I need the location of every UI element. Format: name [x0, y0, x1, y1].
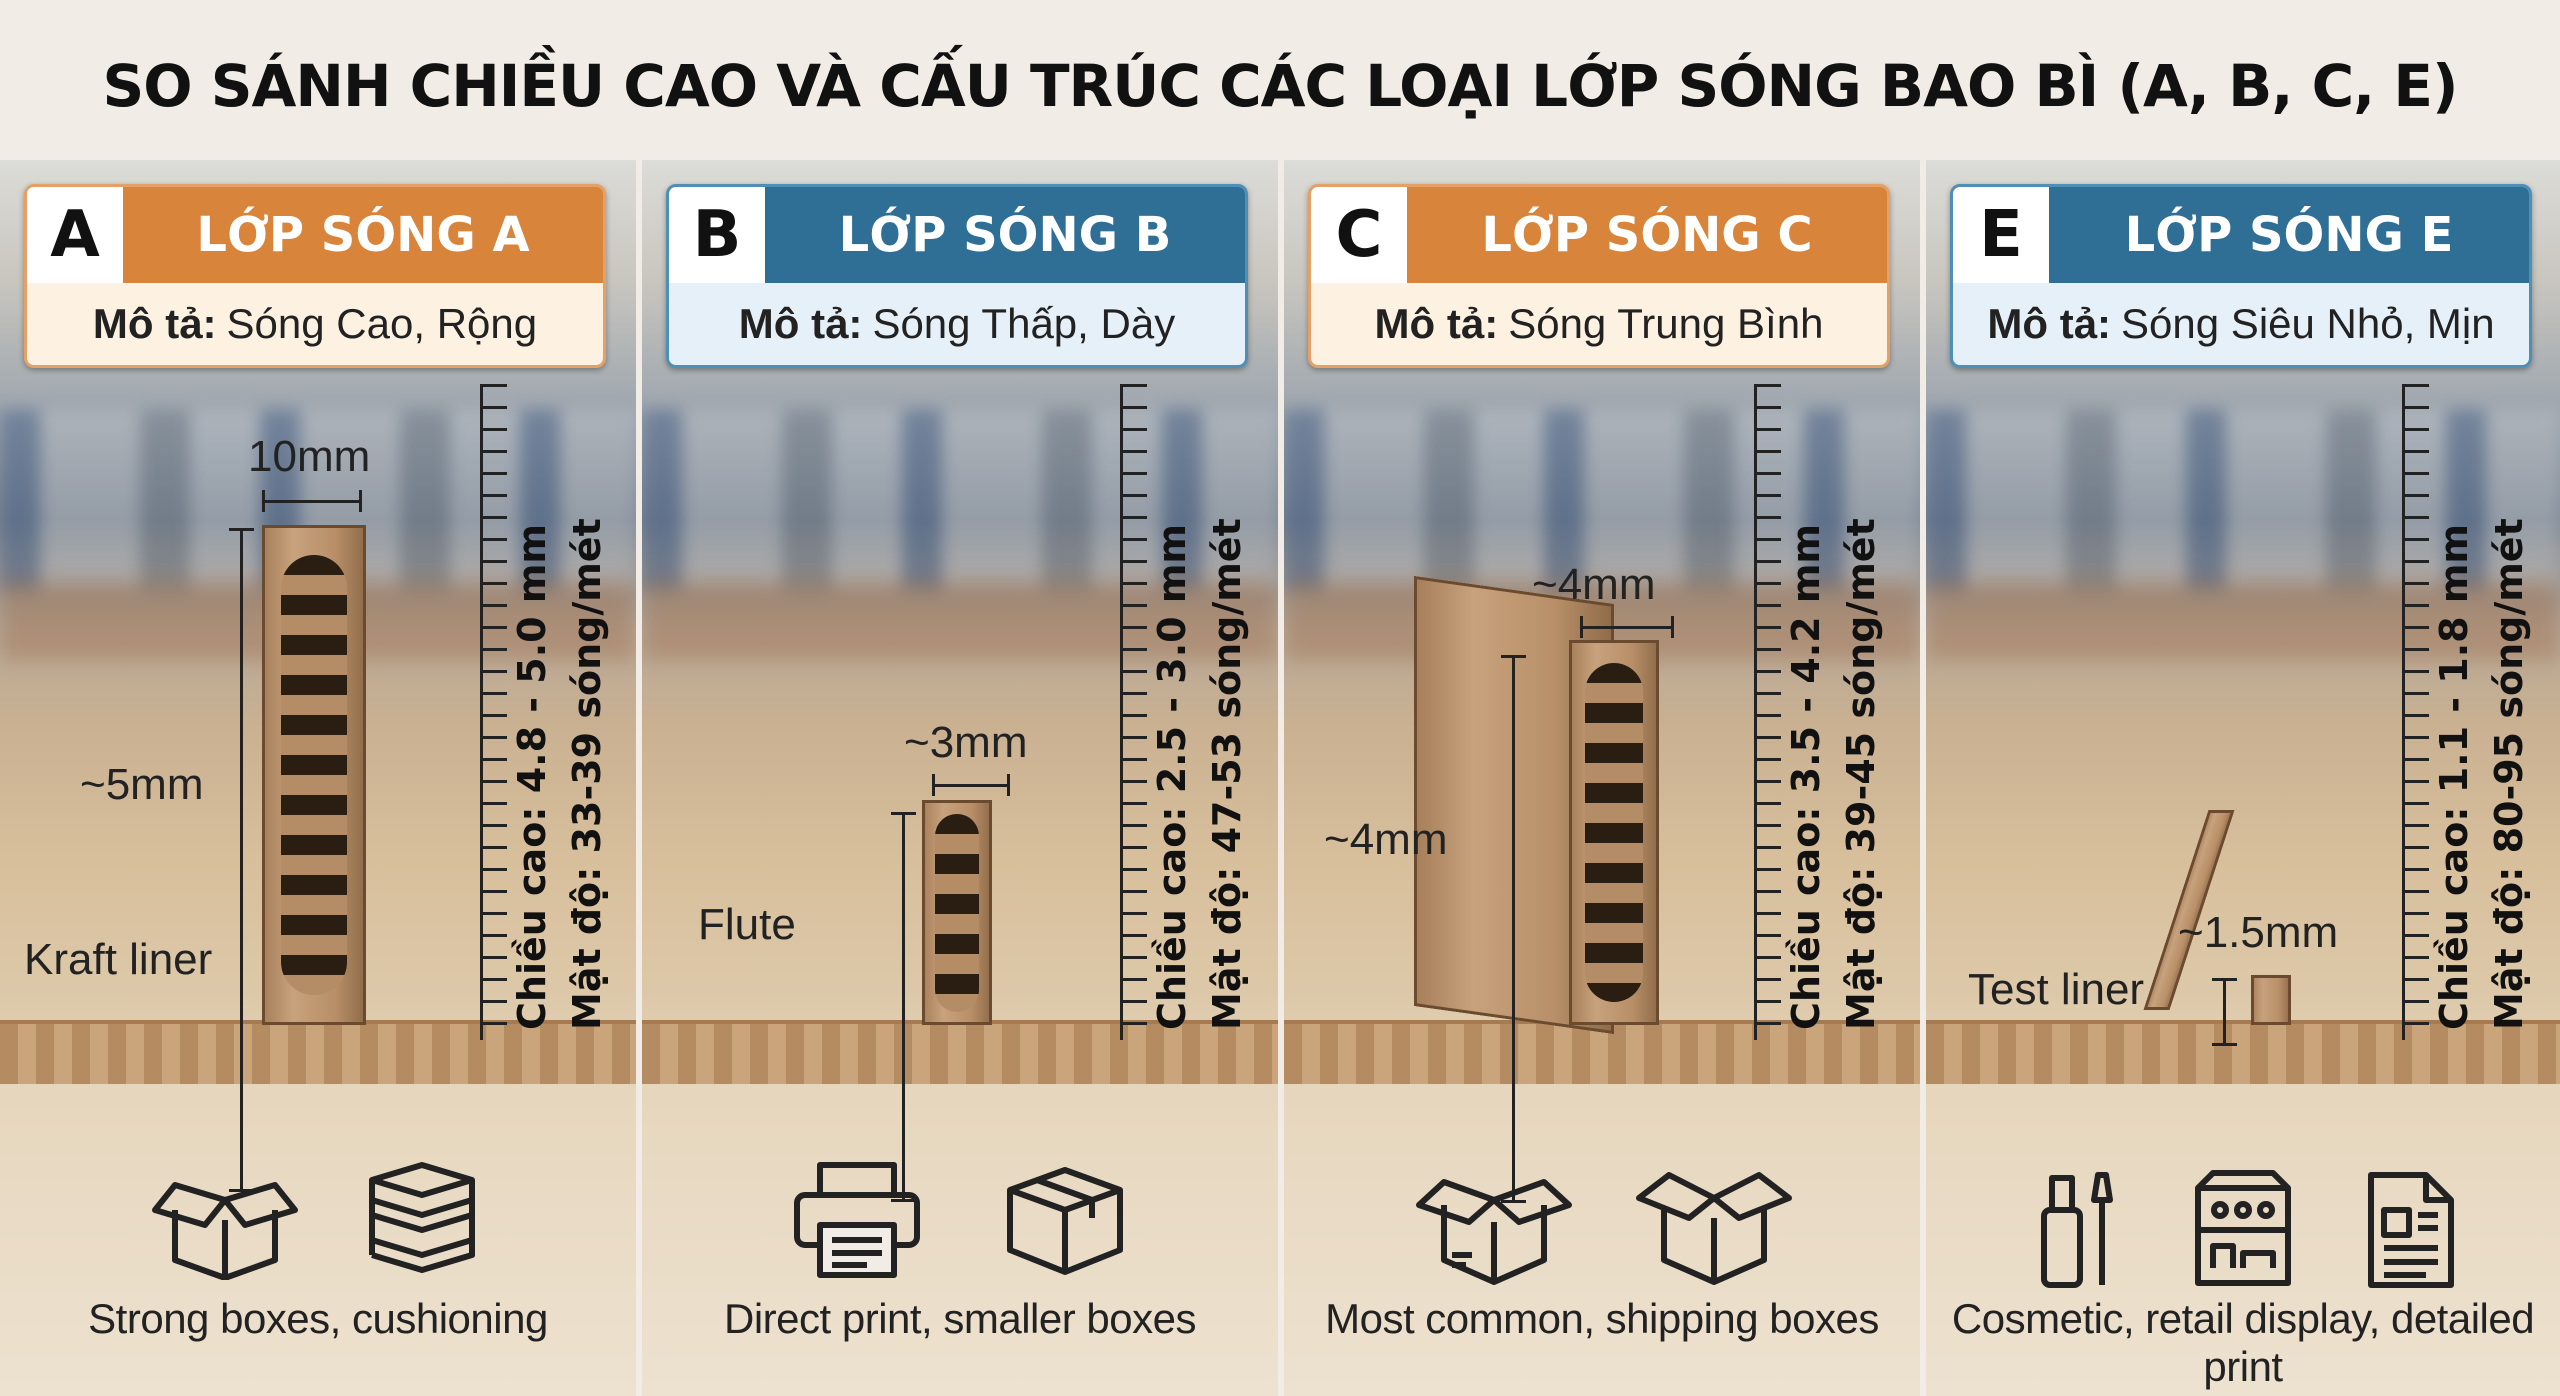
cardboard-cross-section: [2251, 975, 2291, 1025]
width-annotation: ~3mm: [904, 718, 1028, 767]
height-dimension-line: [229, 528, 254, 1192]
flute-letter: E: [1953, 187, 2049, 283]
box-open-icon: [152, 1182, 298, 1280]
flute-header: C LỚP SÓNG C Mô tả:Sóng Trung Bình: [1308, 184, 1890, 368]
flute-letter: A: [27, 187, 123, 283]
panel-flute-a: A LỚP SÓNG A Mô tả:Sóng Cao, Rộng Chiều c…: [0, 160, 636, 1396]
flute-name: LỚP SÓNG A: [196, 207, 530, 263]
height-spec: Chiều cao: 1.1 - 1.8 mm: [2432, 523, 2476, 1030]
use-caption: Most common, shipping boxes: [1325, 1295, 1879, 1342]
density-spec: Mật độ: 33-39 sóng/mét: [565, 518, 609, 1030]
panel-flute-b: B LỚP SÓNG B Mô tả:Sóng Thấp, Dày Chiều c…: [642, 160, 1278, 1396]
height-spec: Chiều cao: 2.5 - 3.0 mm: [1150, 523, 1194, 1030]
width-annotation: 10mm: [248, 432, 371, 481]
height-dimension-line: [2212, 978, 2237, 1046]
flute-letter: B: [669, 187, 765, 283]
flute-description: Mô tả:Sóng Cao, Rộng: [27, 283, 603, 365]
cardboard-cross-section: [922, 800, 992, 1025]
width-annotation: ~4mm: [1532, 560, 1656, 609]
use-caption: Cosmetic, retail display, detailed print: [1951, 1295, 2535, 1390]
flute-header: E LỚP SÓNG E Mô tả:Sóng Siêu Nhỏ, Mịn: [1950, 184, 2532, 368]
width-dimension-line: [1580, 616, 1674, 638]
corrugated-base: [1926, 1020, 2560, 1084]
small-box-icon: [1007, 1167, 1123, 1275]
width-dimension-line: [932, 774, 1010, 796]
height-dimension-line: [1501, 655, 1526, 1203]
cardboard-cross-section: [1569, 640, 1659, 1025]
flute-letter: C: [1311, 187, 1407, 283]
height-annotation: ~1.5mm: [2178, 908, 2339, 957]
flute-description: Mô tả:Sóng Thấp, Dày: [669, 283, 1245, 365]
flute-header: A LỚP SÓNG A Mô tả:Sóng Cao, Rộng: [24, 184, 606, 368]
panel-flute-e: E LỚP SÓNG E Mô tả:Sóng Siêu Nhỏ, Mịn Chi…: [1926, 160, 2560, 1396]
height-annotation: ~4mm: [1324, 815, 1448, 864]
use-caption: Direct print, smaller boxes: [724, 1295, 1196, 1342]
open-box-icon: [1636, 1172, 1792, 1285]
ruler: [1120, 384, 1147, 1040]
ruler: [480, 384, 507, 1040]
height-annotation: ~5mm: [80, 760, 204, 809]
document-icon: [2368, 1172, 2454, 1288]
height-spec: Chiều cao: 3.5 - 4.2 mm: [1784, 523, 1828, 1030]
ruler: [1754, 384, 1781, 1040]
ruler: [2402, 384, 2429, 1040]
use-caption: Strong boxes, cushioning: [88, 1295, 548, 1342]
flute-name: LỚP SÓNG C: [1481, 207, 1813, 263]
part-label: Kraft liner: [24, 935, 213, 984]
stacked-boxes-icon: [369, 1162, 475, 1273]
cardboard-cross-section: [262, 525, 366, 1025]
page-title: SO SÁNH CHIỀU CAO VÀ CẤU TRÚC CÁC LOẠI L…: [102, 52, 2458, 120]
density-spec: Mật độ: 39-45 sóng/mét: [1839, 518, 1883, 1030]
cosmetics-icon: [2041, 1172, 2113, 1288]
printer-icon: [794, 1162, 920, 1278]
height-spec: Chiều cao: 4.8 - 5.0 mm: [510, 523, 554, 1030]
retail-display-icon: [2195, 1170, 2291, 1286]
flute-name: LỚP SÓNG E: [2124, 207, 2454, 263]
part-label: Flute: [698, 900, 796, 949]
flute-description: Mô tả:Sóng Trung Bình: [1311, 283, 1887, 365]
density-spec: Mật độ: 80-95 sóng/mét: [2487, 518, 2531, 1030]
shipping-box-icon: [1416, 1179, 1572, 1285]
flute-name: LỚP SÓNG B: [838, 207, 1172, 263]
density-spec: Mật độ: 47-53 sóng/mét: [1205, 518, 1249, 1030]
flute-header: B LỚP SÓNG B Mô tả:Sóng Thấp, Dày: [666, 184, 1248, 368]
panel-flute-c: C LỚP SÓNG C Mô tả:Sóng Trung Bình Chiều …: [1284, 160, 1920, 1396]
part-label: Test liner: [1968, 965, 2145, 1014]
height-dimension-line: [891, 812, 916, 1202]
width-dimension-line: [262, 490, 362, 512]
flute-description: Mô tả:Sóng Siêu Nhỏ, Mịn: [1953, 283, 2529, 365]
